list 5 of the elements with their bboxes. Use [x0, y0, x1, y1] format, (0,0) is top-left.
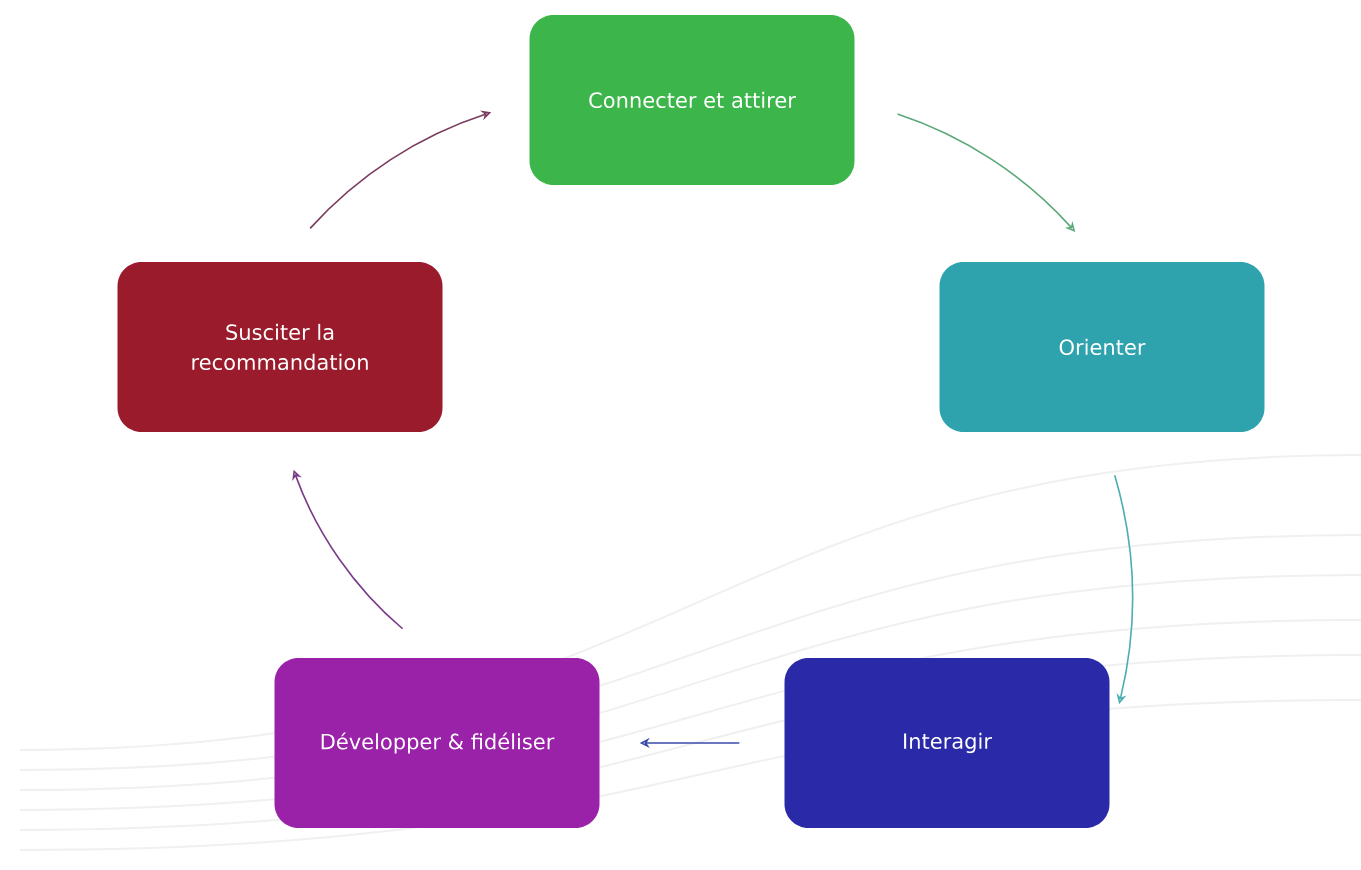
process-box: Interagir — [784, 658, 1110, 828]
process-box: Orienter — [939, 262, 1265, 432]
process-box: Connecter et attirer — [529, 15, 855, 185]
process-box: Susciter la recommandation — [117, 262, 443, 432]
process-box: Développer & fidéliser — [274, 658, 600, 828]
